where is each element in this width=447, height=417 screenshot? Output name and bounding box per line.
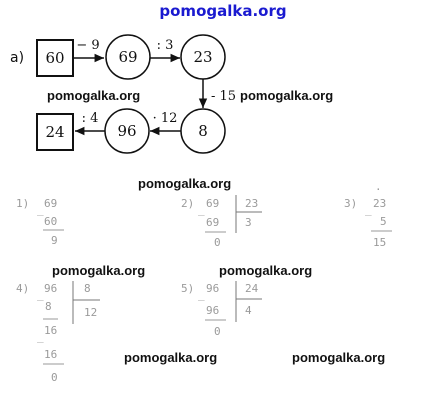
calc-4-quotient: 12 (84, 306, 97, 319)
calc-4-minus-2: _ (37, 330, 44, 343)
calc-2-sub: 69 (206, 216, 219, 229)
calc-4-r: 0 (51, 371, 58, 384)
op-div-4: : 4 (82, 111, 99, 126)
calc-1-b: 60 (44, 215, 57, 228)
calc-1-r: 9 (51, 234, 58, 247)
calc-5-quotient: 4 (245, 304, 252, 317)
calc-1-label: 1) (16, 197, 29, 210)
calc-4-divisor: 8 (84, 282, 91, 295)
start-value: 60 (45, 49, 64, 67)
calc-3-minus: _ (365, 203, 372, 216)
calc-5-r: 0 (214, 325, 221, 338)
calc-5: 5) _ 96 24 4 96 0 (181, 281, 262, 338)
node-23-value: 23 (193, 48, 212, 66)
calc-3-r: 15 (373, 236, 386, 249)
calc-3-label: 3) (344, 197, 357, 210)
op-minus-9: − 9 (76, 38, 99, 53)
calc-2-divisor: 23 (245, 197, 258, 210)
calc-1-minus: _ (37, 203, 44, 216)
calc-5-sub: 96 (206, 304, 219, 317)
calc-1: 1) _ 69 60 9 (16, 197, 64, 247)
calc-2-minus: _ (198, 203, 205, 216)
end-value: 24 (45, 123, 64, 141)
calc-2-label: 2) (181, 197, 194, 210)
calc-4-minus-1: _ (37, 288, 44, 301)
calc-2-quotient: 3 (245, 216, 252, 229)
calc-3-dot: · (375, 183, 382, 196)
watermark-3: pomogalka.org (138, 176, 231, 191)
watermark-1: pomogalka.org (47, 88, 140, 103)
op-div-3: : 3 (157, 38, 174, 53)
watermark-4: pomogalka.org (52, 263, 145, 278)
calc-5-divisor: 24 (245, 282, 259, 295)
watermark-2: pomogalka.org (240, 88, 333, 103)
calc-2-a: 69 (206, 197, 219, 210)
end-box (36, 113, 74, 151)
calc-4: 4) _ 96 8 12 8 _ 16 16 0 (16, 281, 100, 384)
calc-5-label: 5) (181, 282, 194, 295)
top-watermark: pomogalka.org (159, 2, 286, 20)
node-96-value: 96 (117, 122, 136, 140)
calc-5-minus: _ (198, 288, 205, 301)
node-69 (105, 34, 151, 80)
calc-1-a: 69 (44, 197, 57, 210)
watermark-6: pomogalka.org (124, 350, 217, 365)
calc-2: 2) _ 69 23 3 69 0 (181, 195, 262, 249)
node-69-value: 69 (118, 48, 137, 66)
diagram-label: а) (10, 50, 24, 66)
node-8-value: 8 (198, 122, 208, 140)
op-times-12: · 12 (153, 111, 178, 126)
calc-2-r: 0 (214, 236, 221, 249)
calc-4-a: 96 (44, 282, 57, 295)
watermark-5: pomogalka.org (219, 263, 312, 278)
op-minus-15: - 15 (211, 89, 236, 104)
calc-3: 3) · _ 23 5 15 (344, 183, 392, 249)
calc-4-sub1: 8 (45, 300, 52, 313)
calc-4-sub2: 16 (44, 348, 57, 361)
watermark-7: pomogalka.org (292, 350, 385, 365)
calc-3-b: 5 (380, 215, 387, 228)
calc-5-a: 96 (206, 282, 219, 295)
calc-3-a: 23 (373, 197, 386, 210)
calc-4-label: 4) (16, 282, 29, 295)
calc-4-rem1: 16 (44, 324, 57, 337)
